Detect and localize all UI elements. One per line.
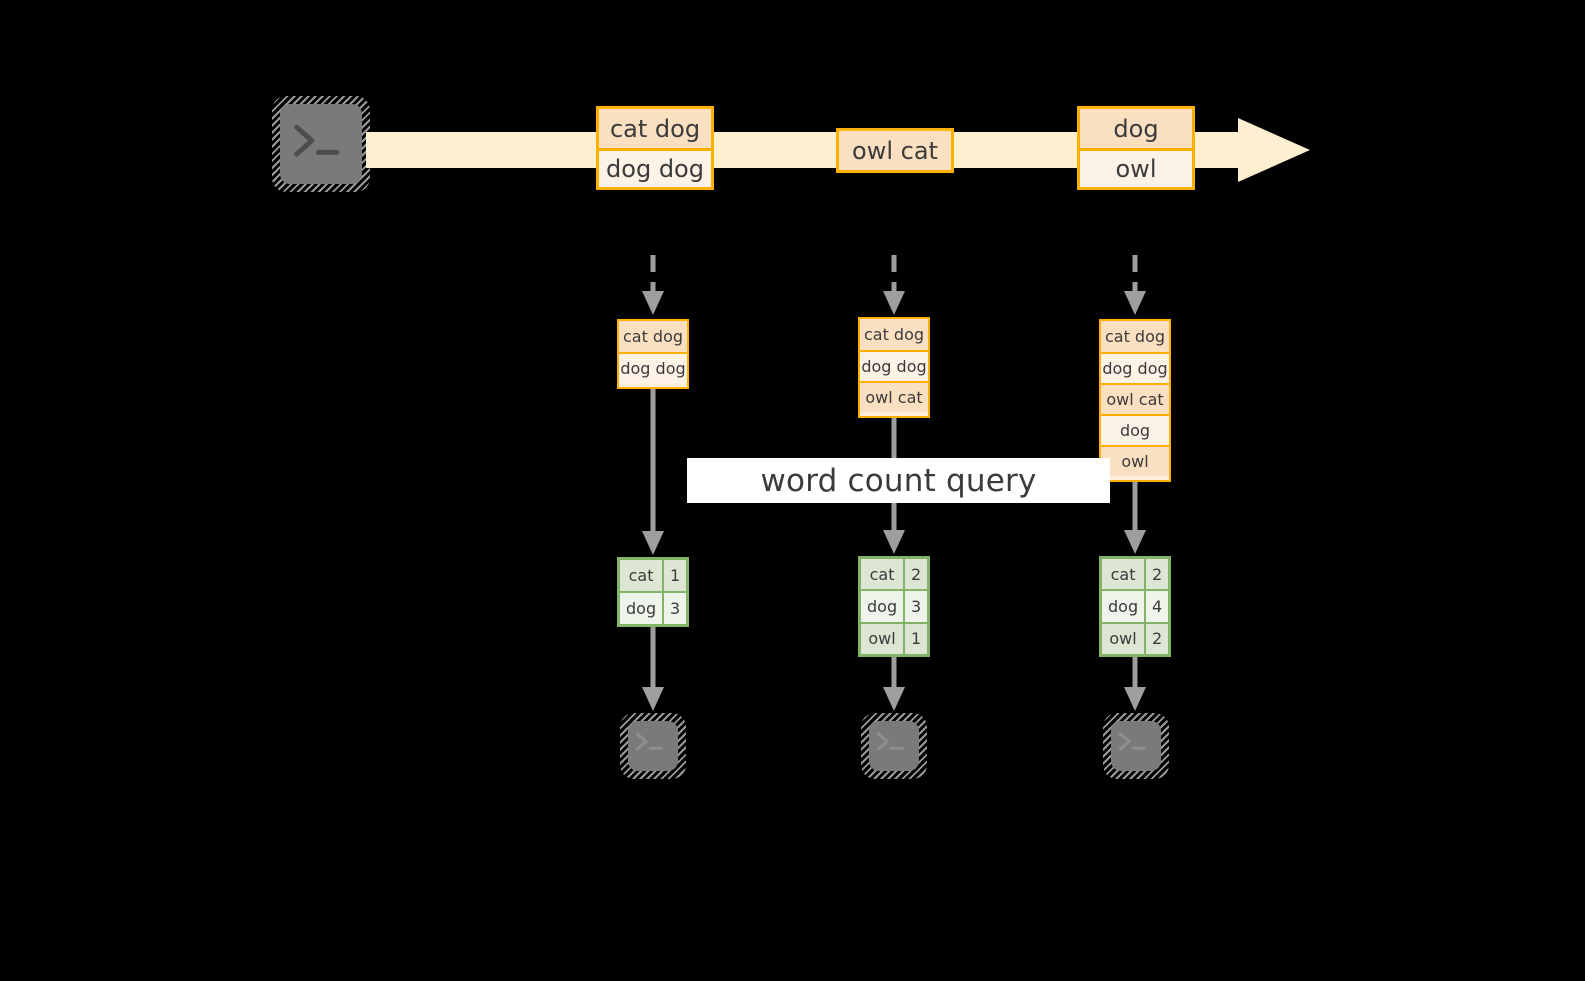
stream-record-line: dog [1080,109,1192,148]
result-table: cat 2 dog 4 owl 2 [1099,556,1171,657]
column-input-stack: cat dog dog dog owl cat [858,317,930,418]
result-count: 2 [903,559,927,590]
source-terminal-icon [272,96,370,192]
input-row: owl cat [1101,383,1169,414]
result-count: 2 [1144,559,1168,590]
column-input-stack: cat dog dog dog owl cat dog owl [1099,319,1171,482]
result-count: 2 [1144,623,1168,654]
stream-record-line: dog dog [599,148,711,187]
result-count: 1 [662,560,686,591]
result-table: cat 2 dog 3 owl 1 [858,556,930,657]
result-count: 3 [903,591,927,622]
result-row: cat 2 [861,559,927,590]
query-banner-label: word count query [760,462,1037,499]
feed-connector-dashed [881,255,907,317]
sink-terminal-icon [620,713,686,779]
input-row: owl [1101,445,1169,476]
column-input-stack: cat dog dog dog [617,319,689,389]
result-word: cat [861,559,904,590]
result-word: cat [620,560,663,591]
stream-record: dog owl [1077,106,1195,190]
result-word: dog [1102,591,1145,622]
result-word: cat [1102,559,1145,590]
terminal-prompt-glyph [869,721,919,771]
sink-terminal-icon [1103,713,1169,779]
terminal-body [1111,721,1161,771]
terminal-body [280,104,362,184]
stream-record: cat dog dog dog [596,106,714,190]
input-row: owl cat [860,381,928,412]
feed-connector-dashed [1122,255,1148,317]
query-banner: word count query [687,458,1110,503]
input-row: dog dog [860,350,928,381]
sink-connector [641,627,665,712]
result-row: cat 1 [620,560,686,591]
result-count: 3 [662,593,686,624]
input-row: cat dog [619,321,687,352]
terminal-prompt-glyph [280,104,362,184]
terminal-prompt-glyph [628,721,678,771]
sink-terminal-icon [861,713,927,779]
result-row: owl 2 [1102,621,1168,654]
result-row: dog 3 [861,589,927,622]
result-word: dog [861,591,904,622]
result-row: dog 4 [1102,589,1168,622]
terminal-body [869,721,919,771]
input-row: cat dog [860,319,928,350]
sink-connector [882,657,906,712]
terminal-body [628,721,678,771]
input-row: dog dog [1101,352,1169,383]
stream-record: owl cat [836,128,954,173]
result-row: owl 1 [861,621,927,654]
stream-record-line: owl cat [839,131,951,170]
stream-record-line: cat dog [599,109,711,148]
query-connector [1123,482,1147,555]
result-count: 1 [903,623,927,654]
result-table: cat 1 dog 3 [617,557,689,627]
stream-record-line: owl [1080,148,1192,187]
terminal-prompt-glyph [1111,721,1161,771]
result-word: owl [1102,623,1145,654]
input-row: dog dog [619,352,687,383]
query-connector [641,389,665,556]
result-row: dog 3 [620,591,686,624]
result-word: owl [861,623,904,654]
result-row: cat 2 [1102,559,1168,590]
result-count: 4 [1144,591,1168,622]
feed-connector-dashed [640,255,666,317]
input-row: cat dog [1101,321,1169,352]
sink-connector [1123,657,1147,712]
result-word: dog [620,593,663,624]
input-row: dog [1101,414,1169,445]
